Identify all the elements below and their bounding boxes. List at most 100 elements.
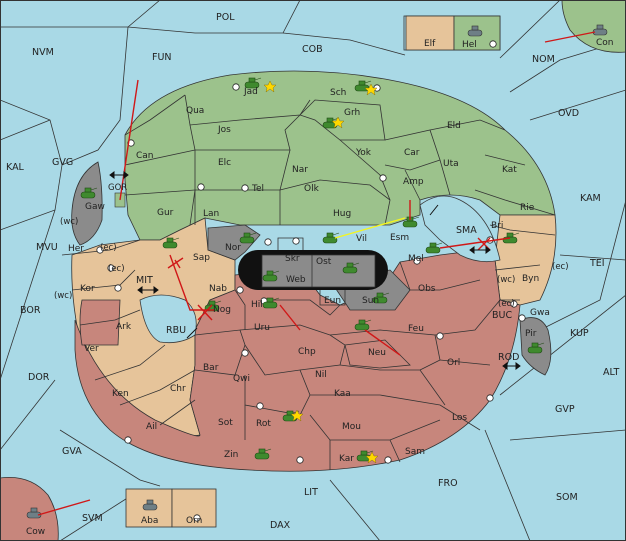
tag-ec-her: (ec) bbox=[100, 243, 117, 253]
label-dax: DAX bbox=[270, 520, 291, 531]
label-sot: Sot bbox=[218, 418, 233, 428]
label-pol: POL bbox=[216, 12, 235, 23]
province-cow[interactable] bbox=[0, 476, 59, 541]
label-obs: Obs bbox=[418, 284, 436, 294]
label-mou: Mou bbox=[342, 422, 361, 432]
province-borders bbox=[61, 94, 556, 470]
label-vil: Vil bbox=[356, 234, 367, 244]
label-dor: DOR bbox=[28, 372, 50, 383]
label-mel: Mel bbox=[408, 254, 424, 264]
label-rot: Rot bbox=[256, 419, 271, 429]
label-ken: Ken bbox=[112, 389, 129, 399]
label-hil: Hil bbox=[251, 300, 263, 310]
province-con[interactable] bbox=[561, 0, 626, 53]
label-ovd: OVD bbox=[558, 108, 579, 119]
label-zin: Zin bbox=[224, 450, 238, 460]
label-ail: Ail bbox=[146, 422, 157, 432]
label-kal: KAL bbox=[6, 162, 25, 173]
label-uru: Uru bbox=[254, 323, 270, 333]
label-gur: Gur bbox=[157, 208, 174, 218]
label-orl: Orl bbox=[447, 358, 460, 368]
label-uta: Uta bbox=[443, 159, 459, 169]
label-esm: Esm bbox=[390, 233, 409, 243]
label-web: Web bbox=[286, 275, 306, 285]
label-jos: Jos bbox=[217, 125, 231, 135]
label-kor: Kor bbox=[80, 284, 95, 294]
tag-ec-byn: (ec) bbox=[552, 262, 569, 272]
label-som: SOM bbox=[556, 492, 578, 503]
label-nvm: NVM bbox=[32, 47, 54, 58]
label-kaa: Kaa bbox=[334, 389, 351, 399]
label-yok: Yok bbox=[355, 148, 372, 158]
label-fun: FUN bbox=[152, 52, 172, 63]
support-arrow bbox=[334, 217, 406, 239]
label-nab: Nab bbox=[209, 284, 227, 294]
label-sma: SMA bbox=[456, 225, 477, 236]
label-alt: ALT bbox=[603, 367, 619, 378]
label-rie: Rie bbox=[520, 203, 535, 213]
label-buc: BUC bbox=[492, 310, 512, 321]
label-gva: GVA bbox=[62, 446, 82, 457]
label-car: Car bbox=[404, 148, 420, 158]
label-ost: Ost bbox=[316, 257, 332, 267]
label-con: Con bbox=[596, 38, 614, 48]
label-orn: Orn bbox=[186, 516, 202, 526]
label-bar: Bar bbox=[203, 363, 219, 373]
label-amp: Amp bbox=[403, 177, 424, 187]
coast-tags: (wc) (ec) (ec) (wc) (wc) (ec) (ec) bbox=[54, 217, 569, 309]
label-neu: Neu bbox=[368, 348, 386, 358]
label-nom: NOM bbox=[532, 54, 555, 65]
label-jad: Jad bbox=[243, 87, 258, 97]
label-aba: Aba bbox=[141, 516, 158, 526]
label-tei: TEI bbox=[589, 258, 605, 269]
convoy-arrows bbox=[109, 171, 521, 370]
tag-wc-her: (wc) bbox=[60, 217, 78, 227]
label-ver: Ver bbox=[84, 344, 99, 354]
label-kam: KAM bbox=[580, 193, 601, 204]
label-byn: Byn bbox=[522, 274, 539, 284]
label-gvp: GVP bbox=[555, 404, 575, 415]
label-feu: Feu bbox=[408, 324, 424, 334]
label-tel: Tel bbox=[251, 184, 264, 194]
label-rod: ROD bbox=[498, 352, 519, 363]
label-skr: Skr bbox=[285, 254, 300, 264]
label-gor: GOR bbox=[108, 183, 127, 193]
label-mit: MIT bbox=[136, 275, 153, 286]
land-labels: Elf Hel Con Jad Sch Qua Jos Grh Eld Can … bbox=[26, 38, 614, 537]
label-gaw: Gaw bbox=[85, 202, 105, 212]
label-nor: Nor bbox=[225, 243, 241, 253]
label-chp: Chp bbox=[298, 347, 316, 357]
label-nar: Nar bbox=[292, 165, 308, 175]
label-chr: Chr bbox=[170, 384, 186, 394]
label-lan: Lan bbox=[203, 209, 219, 219]
label-kat: Kat bbox=[502, 165, 517, 175]
sea-labels: POL FUN COB NVM NOM OVD KAL GVG KAM MVU … bbox=[6, 12, 619, 531]
label-hug: Hug bbox=[333, 209, 351, 219]
province-elf[interactable] bbox=[405, 15, 455, 51]
bay-sma bbox=[419, 195, 501, 263]
label-eld: Eld bbox=[447, 121, 461, 131]
label-gvg: GVG bbox=[52, 157, 73, 168]
label-nog: Nog bbox=[213, 305, 231, 315]
label-qua: Qua bbox=[186, 106, 204, 116]
label-cow: Cow bbox=[26, 527, 45, 537]
label-lit: LIT bbox=[304, 487, 318, 498]
tag-ec-gwa: (ec) bbox=[498, 299, 515, 309]
label-kar: Kar bbox=[339, 454, 354, 464]
label-can: Can bbox=[136, 151, 154, 161]
label-los: Los bbox=[452, 413, 467, 423]
label-sam: Sam bbox=[405, 447, 425, 457]
label-grh: Grh bbox=[344, 108, 360, 118]
label-hel: Hel bbox=[462, 40, 477, 50]
label-kup: KUP bbox=[570, 328, 589, 339]
order-arrows bbox=[37, 31, 596, 516]
label-pir: Pir bbox=[525, 329, 537, 339]
label-ark: Ark bbox=[116, 322, 132, 332]
province-orn[interactable] bbox=[171, 488, 217, 528]
label-sun: Sun bbox=[362, 296, 379, 306]
star-markers bbox=[263, 80, 379, 464]
label-qwi: Qwi bbox=[233, 374, 250, 384]
label-mvu: MVU bbox=[36, 242, 58, 253]
label-cob: COB bbox=[302, 44, 323, 55]
